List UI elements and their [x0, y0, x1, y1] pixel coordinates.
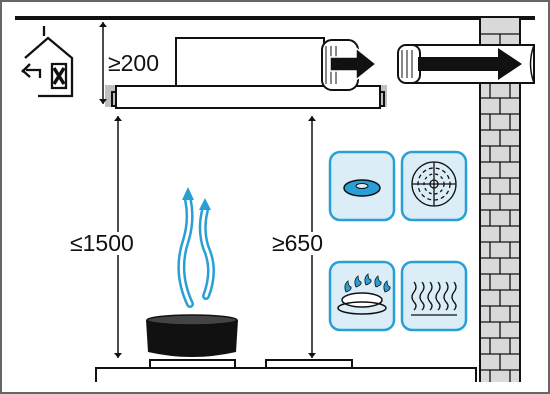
- induction-heat-icon: [400, 260, 468, 332]
- cooktop-surface: [95, 359, 477, 382]
- spiral-hotplate-icon: [400, 150, 468, 222]
- extractor-hood: [105, 37, 387, 109]
- cooking-pot: [146, 314, 238, 357]
- max-height-label: ≤1500: [70, 230, 134, 256]
- min-height-label: ≥650: [272, 230, 323, 256]
- ceramic-hob-icon: [328, 150, 396, 222]
- exhaust-arrow-icon: [418, 48, 522, 80]
- exhaust-arrow-icon: [329, 46, 378, 82]
- clearance-label: ≥200: [108, 50, 159, 76]
- no-recirculation-house-icon: [21, 26, 74, 98]
- gas-burner-icon: [328, 260, 396, 332]
